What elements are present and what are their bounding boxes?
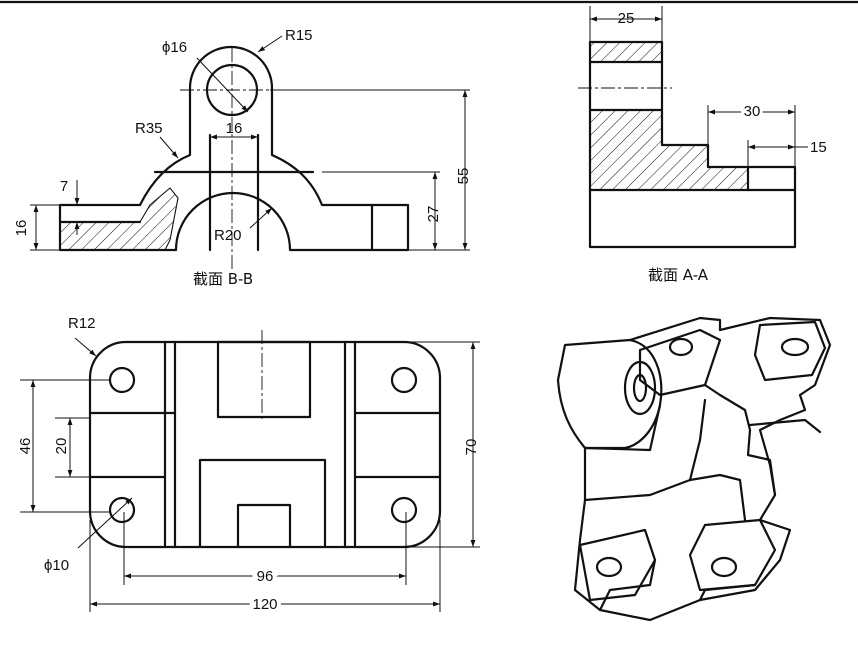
dim-30-label: 30 <box>744 103 761 120</box>
top-lug <box>216 340 312 419</box>
iso-boss-br <box>688 518 777 592</box>
dim-r20-label: R20 <box>214 227 242 244</box>
hole-tr <box>390 366 418 394</box>
dim-phi16-label: ϕ16 <box>162 39 187 56</box>
leader-r20 <box>249 207 273 229</box>
section-bb-caption: 截面 B-B <box>193 270 253 288</box>
iso-hole-bl <box>595 556 623 578</box>
iso-channel-1 <box>703 383 777 497</box>
dim-15-label: 15 <box>810 139 827 156</box>
leader-r15 <box>257 35 283 53</box>
top-outline <box>88 340 442 549</box>
iso-lug <box>556 338 663 450</box>
iso-step <box>748 418 822 434</box>
dim-46-label: 46 <box>17 438 34 455</box>
dim-r35-label: R35 <box>135 120 163 137</box>
dim-16-height-label: 16 <box>13 220 30 237</box>
dim-70-label: 70 <box>463 439 480 456</box>
dim-r15-label: R15 <box>285 27 313 44</box>
dim-25-label: 25 <box>618 10 635 27</box>
section-aa-caption: 截面 A-A <box>648 266 709 284</box>
leader-phi10 <box>77 497 133 549</box>
iso-hole-br <box>710 556 738 578</box>
dim-7-label: 7 <box>60 178 68 195</box>
section-bb-outline <box>58 45 410 252</box>
leader-r35 <box>159 136 179 159</box>
iso-channel-3 <box>688 473 747 522</box>
dim-120-label: 120 <box>252 596 277 613</box>
top-view: 46 20 70 96 120 R12 ϕ10 <box>17 315 480 617</box>
hole-tl <box>108 366 136 394</box>
bottom-slot <box>236 503 292 549</box>
dim-55-label: 55 <box>455 168 472 185</box>
iso-lug-base <box>583 403 662 452</box>
dim-phi10-label: ϕ10 <box>44 557 69 574</box>
boss-tr <box>353 340 442 415</box>
hole-bl <box>108 496 136 524</box>
iso-bottom-edge-1 <box>598 558 657 612</box>
bottom-block <box>198 458 327 549</box>
leader-r12 <box>74 337 97 357</box>
iso-hole-tl <box>668 337 694 357</box>
hole-br <box>390 496 418 524</box>
leader-phi16 <box>196 57 249 113</box>
isometric-view <box>556 316 832 622</box>
iso-boss-tr <box>753 320 827 382</box>
section-aa-hatch-top <box>590 42 662 62</box>
section-aa-hatch-main <box>590 110 748 190</box>
dim-96-label: 96 <box>257 568 274 585</box>
dim-20-label: 20 <box>53 438 70 455</box>
boss-br <box>353 475 442 549</box>
iso-front-edge <box>583 478 692 502</box>
dim-16-width-label: 16 <box>226 120 243 137</box>
iso-hole-tr <box>780 337 810 357</box>
section-bb-view: 55 27 16 16 7 R15 ϕ16 R35 R20 截面 B-B <box>13 27 472 288</box>
iso-channel-2 <box>688 398 707 482</box>
section-aa-outline <box>588 40 797 249</box>
section-bb-hatch <box>60 188 178 250</box>
iso-bottom-edge-2 <box>698 583 757 602</box>
section-aa-view: 25 30 15 截面 A-A <box>578 6 827 284</box>
iso-boss-bl <box>578 528 657 602</box>
dim-27-label: 27 <box>425 206 442 223</box>
dim-r12-label: R12 <box>68 315 96 332</box>
